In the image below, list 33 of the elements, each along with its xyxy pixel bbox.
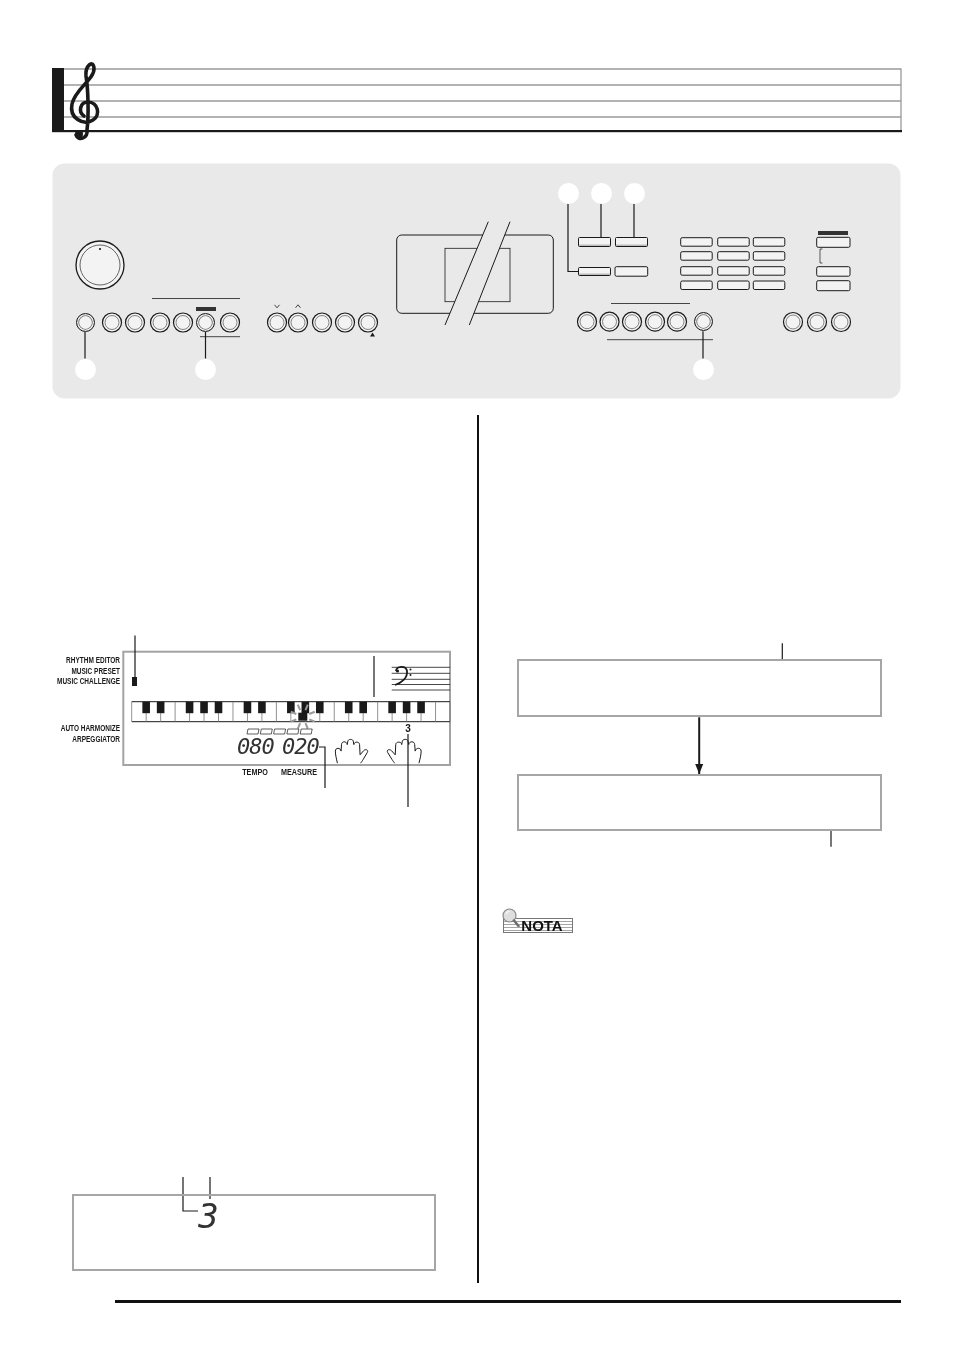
leader-line xyxy=(204,331,207,360)
indicator-label: ARPEGGIATOR xyxy=(72,734,120,744)
panel-key xyxy=(578,237,611,248)
leader-line xyxy=(84,331,86,360)
arrow xyxy=(695,716,704,775)
panel-key xyxy=(578,266,611,277)
indicator-label: RHYTHM EDITOR xyxy=(66,655,120,665)
readout-caption: TEMPO xyxy=(242,767,268,777)
leader-line xyxy=(633,202,635,238)
display-frame xyxy=(516,659,882,718)
note-heading: NOTA xyxy=(503,918,574,934)
leader-line xyxy=(407,733,409,808)
display-frame xyxy=(516,774,882,831)
leader-line xyxy=(830,830,832,848)
indicator-label: MUSIC PRESET xyxy=(71,666,120,676)
finger-number: 3 xyxy=(403,723,413,734)
indicator-label: AUTO HARMONIZE xyxy=(60,724,120,734)
leader-line xyxy=(781,642,783,660)
leader-line xyxy=(702,330,704,360)
measure-readout: 020 xyxy=(282,735,319,758)
digit-readout: 3 xyxy=(198,1199,219,1233)
leader-line xyxy=(182,1176,199,1212)
indicator-mark xyxy=(132,677,137,686)
display-frame xyxy=(72,1194,436,1271)
tempo-readout: 080 xyxy=(237,735,274,758)
leader-line xyxy=(134,634,136,678)
leader-line xyxy=(600,202,602,238)
indicator-label: MUSIC CHALLENGE xyxy=(57,677,120,687)
leader-line xyxy=(209,1176,211,1200)
readout-caption: MEASURE xyxy=(281,767,317,777)
panel-key xyxy=(615,237,648,248)
leader-line xyxy=(567,202,579,273)
leader-line xyxy=(318,746,326,789)
